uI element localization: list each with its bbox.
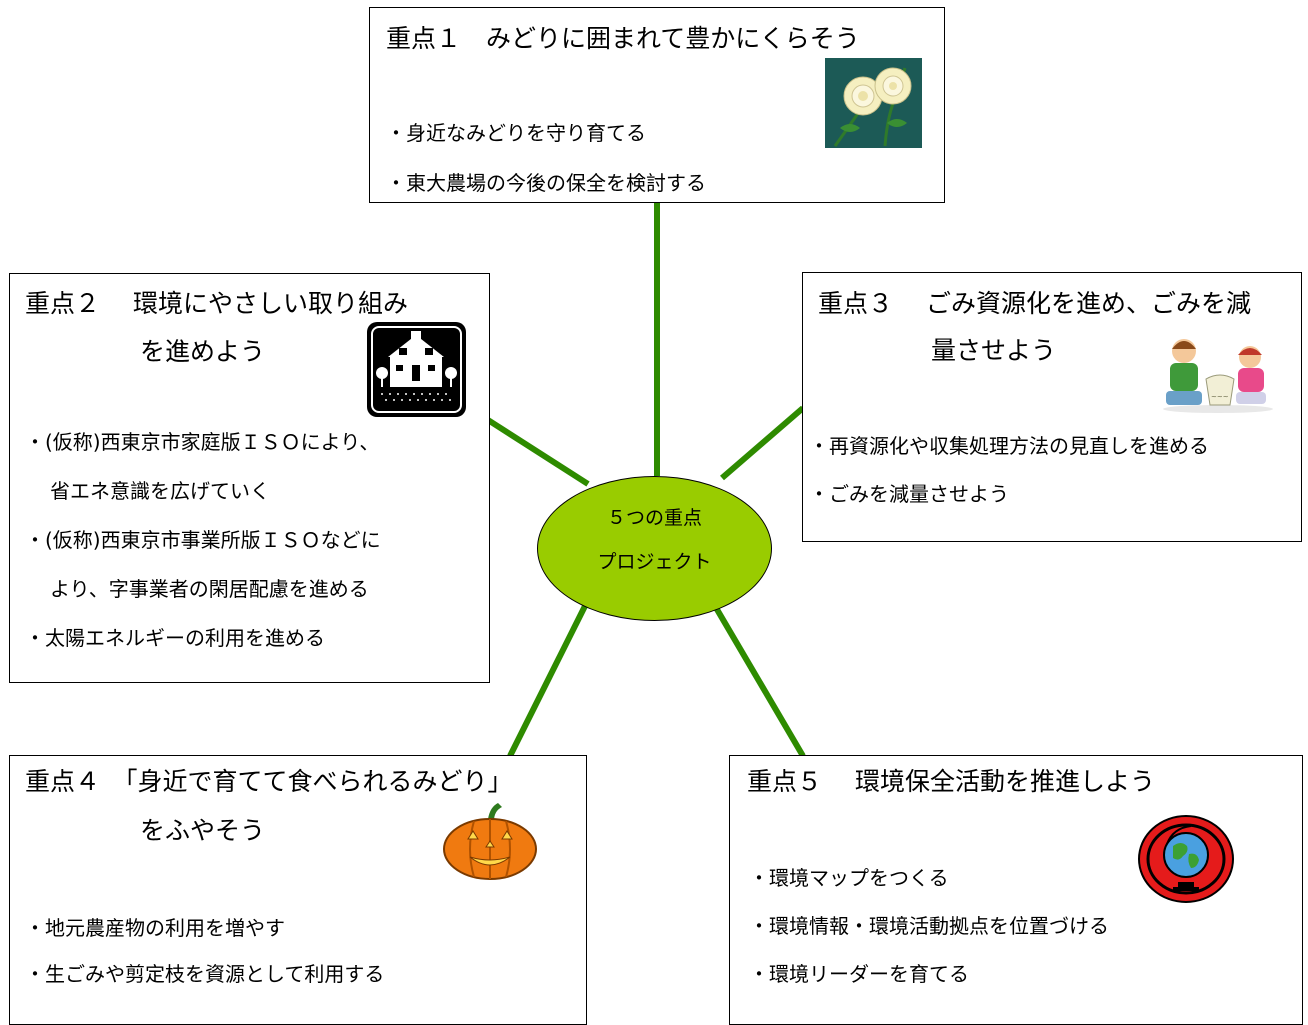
priority-2-item-2: 省エネ意識を広げていく: [50, 479, 270, 503]
priority-4-title-line-2: をふやそう: [140, 816, 266, 845]
priority-2-item-1: ・(仮称)西東京市家庭版ＩＳＯにより、: [25, 430, 380, 454]
priority-5-title: 重点５ 環境保全活動を推進しよう: [747, 767, 1155, 796]
connector-line-5: [712, 604, 806, 758]
connector-line-2: [486, 417, 590, 487]
priority-2-box: 重点２ 環境にやさしい取り組み を進めよう ・(仮称)西東京市家庭版ＩＳＯにより…: [9, 273, 490, 683]
priority-3-box: 重点３ ごみ資源化を進め、ごみを減 量させよう ~~~ ・再資源化や収集処理方法…: [802, 272, 1302, 542]
priority-5-item-2: ・環境情報・環境活動拠点を位置づける: [749, 914, 1109, 938]
priority-4-item-1: ・地元農産物の利用を増やす: [25, 916, 285, 940]
priority-1-item-1: ・身近なみどりを守り育てる: [386, 121, 646, 145]
priority-2-title-line-2: を進めよう: [140, 337, 266, 366]
hub-line-2: プロジェクト: [597, 551, 712, 573]
roses-icon: [825, 58, 922, 148]
priority-5-item-1: ・環境マップをつくる: [749, 866, 949, 890]
priority-2-item-3: ・(仮称)西東京市事業所版ＩＳＯなどに: [25, 528, 381, 552]
priority-4-title: 重点４ 「身近で育てて食べられるみどり」: [25, 767, 513, 796]
priority-2-title: 重点２ 環境にやさしい取り組み: [25, 289, 408, 318]
priority-5-box: 重点５ 環境保全活動を推進しよう ・環境マップをつくる ・環境情報・環境活動拠点…: [729, 755, 1303, 1025]
hub-line-1: ５つの重点: [606, 507, 702, 529]
pumpkin-icon: [440, 801, 540, 881]
priority-3-item-1: ・再資源化や収集処理方法の見直しを進める: [809, 434, 1209, 458]
priority-3-title: 重点３ ごみ資源化を進め、ごみを減: [818, 289, 1251, 318]
globe-icon: [1137, 814, 1235, 904]
priority-2-item-4: より、字事業者の閑居配慮を進める: [50, 577, 369, 601]
priority-4-box: 重点４ 「身近で育てて食べられるみどり」 をふやそう ・地元農産物の利用を増やす…: [9, 755, 587, 1025]
hub-ellipse: ５つの重点 プロジェクト: [537, 476, 772, 621]
priority-3-item-2: ・ごみを減量させよう: [809, 482, 1009, 506]
priority-5-item-3: ・環境リーダーを育てる: [749, 962, 969, 986]
house-icon: [366, 321, 467, 418]
priority-2-item-5: ・太陽エネルギーの利用を進める: [25, 626, 325, 650]
priority-1-item-2: ・東大農場の今後の保全を検討する: [386, 171, 706, 195]
svg-text:~~~: ~~~: [1211, 393, 1229, 401]
priority-1-title: 重点１ みどりに囲まれて豊かにくらそう: [386, 24, 860, 53]
priority-1-box: 重点１ みどりに囲まれて豊かにくらそう ・身近なみどりを守り育てる ・東大農場の…: [369, 7, 945, 203]
priority-4-item-2: ・生ごみや剪定枝を資源として利用する: [25, 962, 385, 986]
priority-3-title-line-2: 量させよう: [931, 336, 1057, 365]
connector-line-3: [720, 405, 805, 481]
children-recycling-icon: ~~~: [1158, 335, 1278, 413]
connector-line-4: [507, 604, 588, 758]
